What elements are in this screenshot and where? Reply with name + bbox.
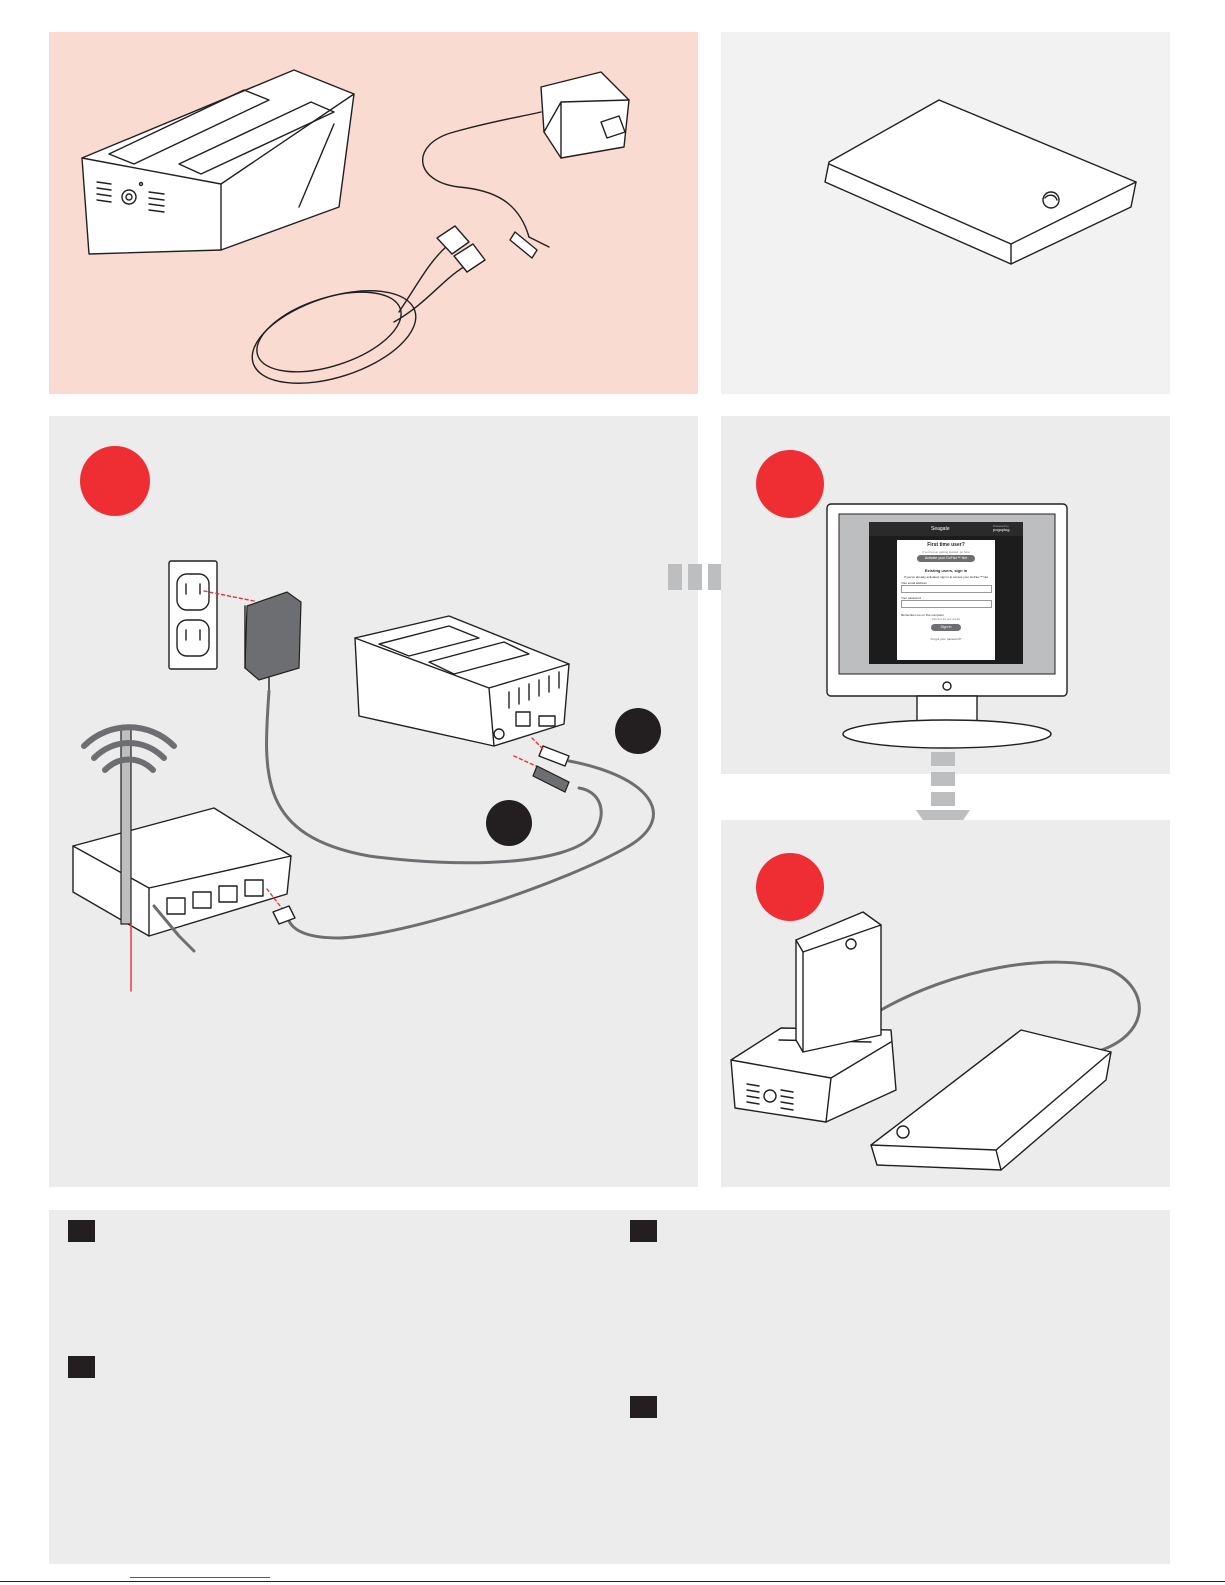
email-field[interactable] (901, 585, 992, 593)
step-2-panel: Seagate Powered by pogoplug First time u… (721, 416, 1170, 774)
screen-header: Seagate Powered by pogoplug (869, 522, 1023, 536)
remember-me-note: (Not here for your results) (897, 617, 995, 623)
router-illustration (73, 726, 291, 951)
screen-content: Seagate Powered by pogoplug First time u… (869, 522, 1023, 664)
signin-card: First time user? If you're just getting … (897, 540, 995, 660)
drive-panel (721, 32, 1170, 394)
instruction-marker-3 (630, 1220, 657, 1242)
power-adapter-plugged (204, 591, 301, 691)
password-field[interactable] (901, 600, 992, 608)
instructions-panel (49, 1210, 1170, 1564)
package-contents-illustration (49, 32, 698, 394)
pogoplug-logo: pogoplug (993, 527, 1009, 533)
sign-in-button[interactable]: Sign In (931, 624, 961, 631)
docked-drive-illustration (721, 820, 1170, 1187)
step-3-panel (721, 820, 1170, 1187)
wall-outlet-illustration (169, 561, 217, 669)
link-underline[interactable] (130, 1577, 270, 1578)
step-1-panel (49, 416, 698, 1187)
ethernet-cable-illustration (241, 226, 485, 401)
instruction-marker-1 (68, 1220, 95, 1242)
activate-button[interactable]: Activate your GoFlex™ Net (917, 555, 975, 562)
goflex-drive-illustration (721, 32, 1170, 394)
dock-rear-illustration (355, 616, 569, 746)
contents-panel (49, 32, 698, 394)
first-time-heading: First time user? (897, 542, 995, 548)
seagate-logo: Seagate (931, 526, 950, 532)
instruction-marker-2 (68, 1356, 95, 1378)
connection-illustration (49, 416, 698, 1187)
dock-illustration (82, 70, 354, 254)
page-bottom-rule (0, 1581, 1225, 1582)
forgot-password-link[interactable]: Forgot your password? (897, 636, 995, 642)
instruction-marker-4 (630, 1396, 657, 1418)
